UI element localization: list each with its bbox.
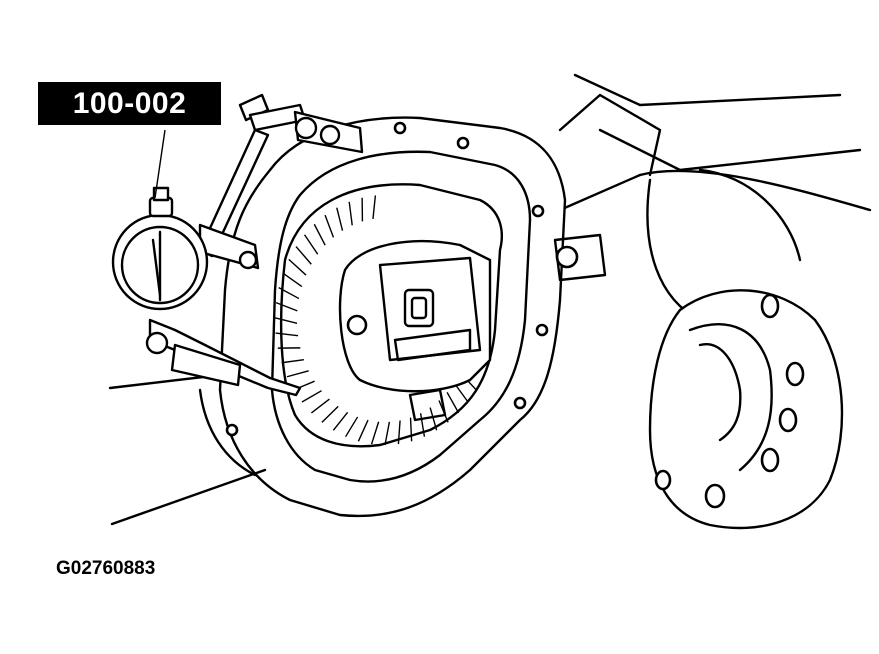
gear-tooth <box>419 413 426 437</box>
figure-id: G02760883 <box>56 558 156 579</box>
gear-tooth <box>278 287 300 300</box>
gear-tooth <box>429 407 438 431</box>
gear-tooth <box>397 420 401 445</box>
gear-tooth <box>384 421 391 446</box>
gear-tooth <box>310 398 330 414</box>
tool-number-callout: 100-002 <box>38 82 221 125</box>
gear-tooth <box>370 421 380 445</box>
axle-housing <box>558 73 872 322</box>
axle-flange <box>553 233 844 530</box>
gear-tooth <box>282 272 303 288</box>
dial-indicator-icon <box>111 93 364 397</box>
gear-tooth <box>303 234 319 255</box>
differential-case <box>338 239 492 422</box>
gear-tooth <box>275 301 298 312</box>
gear-tooth <box>301 390 322 403</box>
gear-tooth <box>274 317 298 324</box>
gear-tooth <box>357 419 369 442</box>
gear-tooth <box>313 223 326 246</box>
gear-tooth <box>446 391 460 414</box>
gear-tooth <box>348 201 353 226</box>
gear-tooth <box>295 246 312 265</box>
gear-tooth <box>409 417 413 442</box>
gear-tooth <box>332 411 349 431</box>
gear-tooth <box>336 207 344 231</box>
gear-tooth <box>281 358 305 364</box>
gear-tooth <box>321 405 339 423</box>
gear-tooth <box>286 370 309 378</box>
gear-tooth <box>344 416 359 438</box>
gear-tooth <box>324 214 335 238</box>
gear-tooth <box>275 332 299 337</box>
gear-tooth <box>288 258 307 276</box>
gear-tooth <box>372 195 377 220</box>
